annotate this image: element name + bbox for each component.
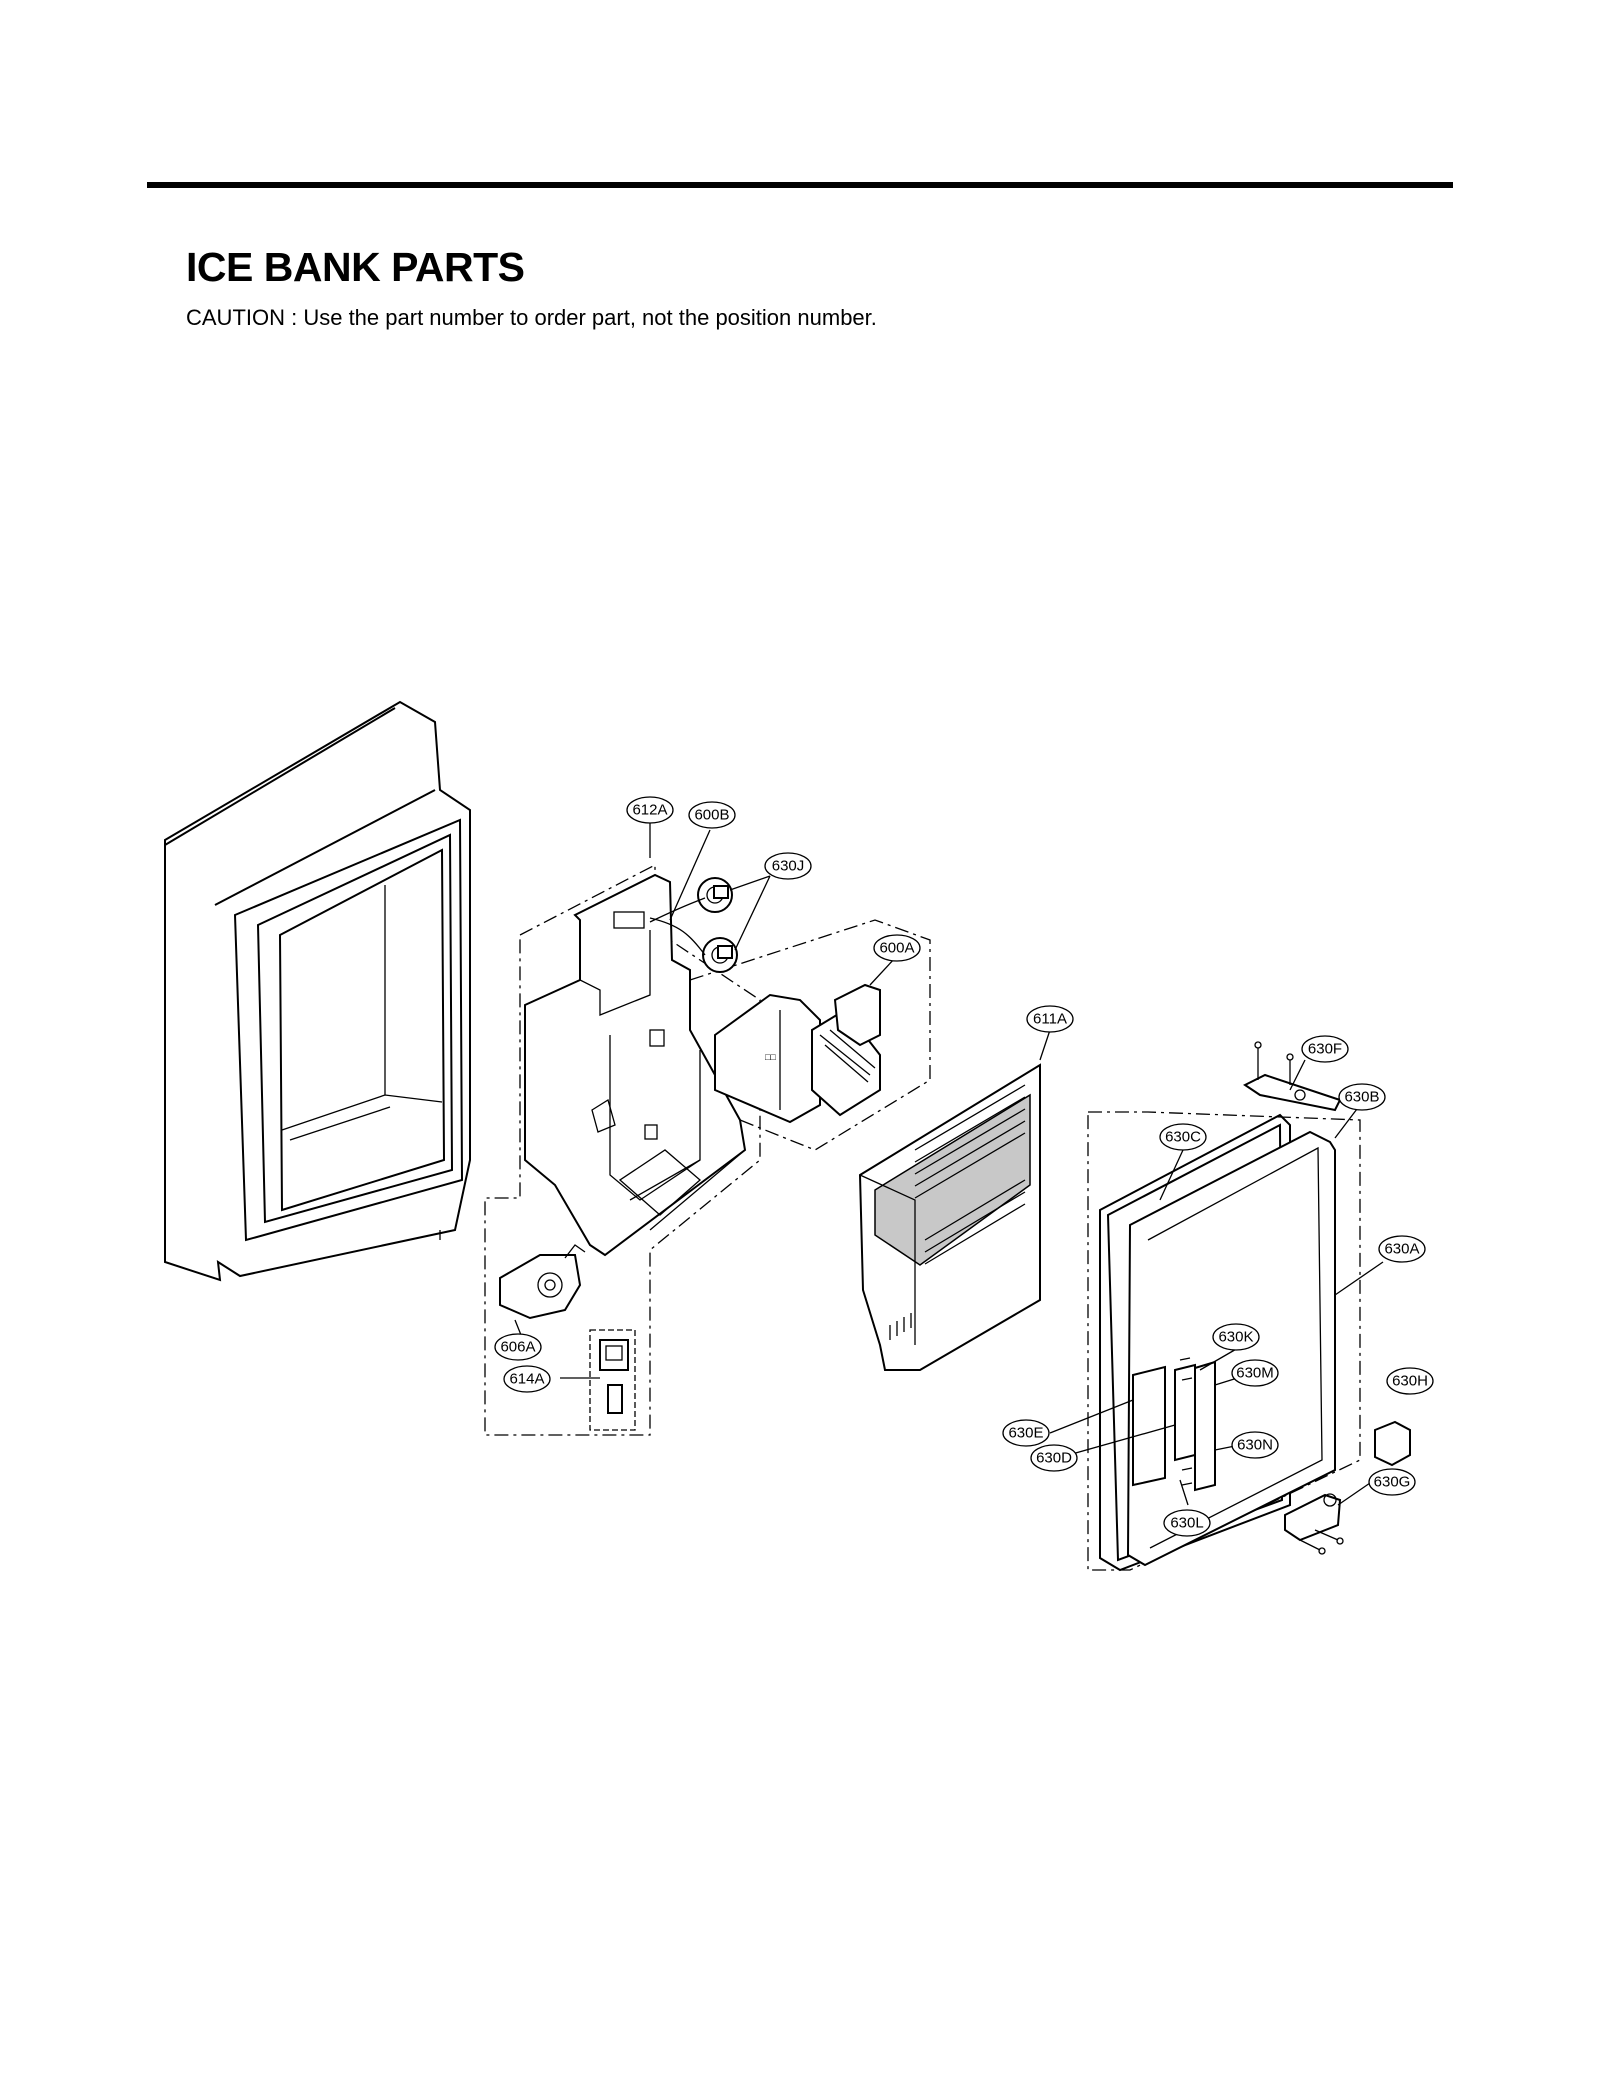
- lever-switch: [589, 1329, 636, 1431]
- hinge-cap: [1374, 1420, 1411, 1467]
- top-rule: [147, 182, 1453, 188]
- callout-630h: 630H: [1386, 1367, 1434, 1395]
- callout-630j: 630J: [764, 852, 812, 880]
- svg-text:630F: 630F: [1308, 1041, 1342, 1058]
- callout-630e: 630E: [1002, 1419, 1050, 1447]
- svg-text:630C: 630C: [1165, 1129, 1201, 1146]
- caution-note: CAUTION : Use the part number to order p…: [186, 305, 877, 330]
- upper-hinge: [1243, 1041, 1342, 1112]
- svg-text:□□: □□: [765, 1052, 776, 1062]
- callout-630f: 630F: [1301, 1035, 1349, 1063]
- auger-motor: [499, 1244, 586, 1320]
- callout-630c: 630C: [1159, 1123, 1207, 1151]
- svg-text:630G: 630G: [1374, 1474, 1411, 1491]
- assembly-boundary-600a: [689, 919, 931, 1151]
- svg-text:630M: 630M: [1236, 1365, 1274, 1382]
- assembly-boundary-630a: [1087, 1111, 1361, 1571]
- svg-text:630J: 630J: [772, 858, 805, 875]
- callout-630l: 630L: [1163, 1509, 1211, 1537]
- svg-text:612A: 612A: [632, 802, 667, 819]
- water-fittings: [649, 877, 738, 973]
- callout-606a: 606A: [494, 1333, 542, 1361]
- callout-630k: 630K: [1212, 1323, 1260, 1351]
- ice-bank-cover: [858, 1063, 1041, 1371]
- svg-text:630L: 630L: [1170, 1515, 1203, 1532]
- svg-text:630A: 630A: [1384, 1241, 1419, 1258]
- svg-text:630K: 630K: [1218, 1329, 1253, 1346]
- svg-text:630E: 630E: [1008, 1425, 1043, 1442]
- svg-text:630D: 630D: [1036, 1450, 1072, 1467]
- callout-630b: 630B: [1338, 1083, 1386, 1111]
- svg-text:630H: 630H: [1392, 1373, 1428, 1390]
- callout-630d: 630D: [1030, 1444, 1078, 1472]
- callout-630g: 630G: [1368, 1468, 1416, 1496]
- callout-630n: 630N: [1231, 1431, 1279, 1459]
- svg-text:630B: 630B: [1344, 1089, 1379, 1106]
- page-title: ICE BANK PARTS: [186, 244, 525, 290]
- svg-text:611A: 611A: [1033, 1011, 1067, 1028]
- lower-hinge: [1284, 1493, 1344, 1555]
- callout-614a: 614A: [503, 1365, 551, 1393]
- svg-text:630N: 630N: [1237, 1437, 1273, 1454]
- door-liner: [164, 700, 471, 1282]
- callout-600a: 600A: [873, 934, 921, 962]
- icemaker: □□: [714, 983, 881, 1124]
- svg-text:606A: 606A: [500, 1339, 535, 1356]
- ice-bank-housing: [524, 873, 747, 1257]
- svg-text:600B: 600B: [694, 807, 729, 824]
- callout-630m: 630M: [1231, 1359, 1279, 1387]
- svg-text:614A: 614A: [509, 1371, 544, 1388]
- callout-611a: 611A: [1026, 1005, 1074, 1033]
- callout-600b: 600B: [688, 801, 736, 829]
- callout-630a: 630A: [1378, 1235, 1426, 1263]
- svg-text:600A: 600A: [879, 940, 914, 957]
- callout-612a: 612A: [626, 796, 674, 824]
